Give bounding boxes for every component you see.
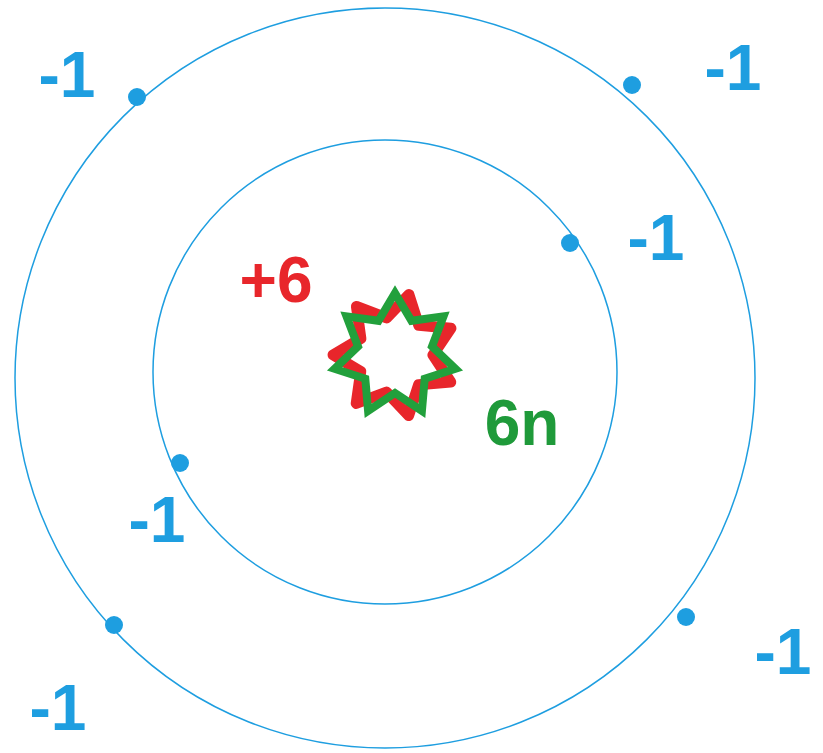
electron-dot (623, 76, 641, 94)
neutron-star (335, 293, 456, 411)
charge-label: +6 (240, 248, 313, 312)
proton-star (324, 281, 468, 423)
electron-dot (561, 234, 579, 252)
neutron-label: 6n (485, 391, 560, 455)
electron-dot (171, 454, 189, 472)
electron-dot (128, 88, 146, 106)
electron-dot (677, 608, 695, 626)
inner-shell (153, 140, 617, 604)
charge-label: -1 (30, 676, 87, 740)
charge-label: -1 (39, 43, 96, 107)
outer-shell (15, 8, 755, 748)
charge-label: -1 (755, 620, 812, 684)
charge-label: -1 (129, 488, 186, 552)
electron-dot (105, 616, 123, 634)
charge-label: -1 (705, 36, 762, 100)
charge-label: -1 (628, 206, 685, 270)
